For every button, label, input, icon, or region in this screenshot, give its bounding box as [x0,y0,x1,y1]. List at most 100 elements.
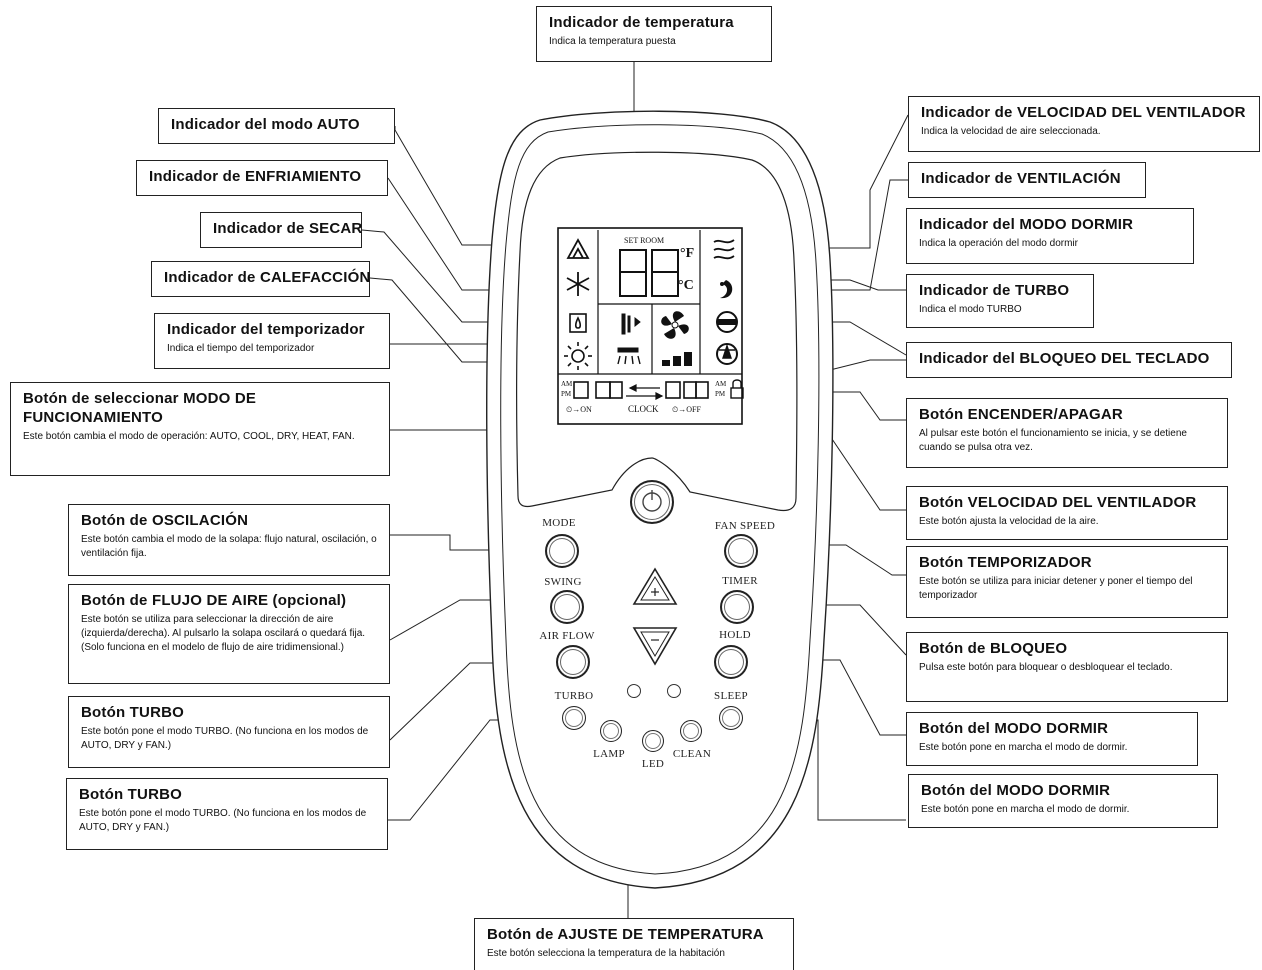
swing-button[interactable] [550,590,584,624]
callout-title: Indicador de ENFRIAMIENTO [149,168,362,185]
callout-heat-indicator: Indicador de CALEFACCIÓN [151,261,370,297]
triangle-up-plus-icon[interactable] [632,567,678,605]
callout-fan-speed-button: Botón VELOCIDAD DEL VENTILADOR Este botó… [906,486,1228,540]
am-label-right: AM [715,380,727,388]
timer-off-text: OFF [686,405,701,414]
callout-title: Botón de seleccionar MODO DE FUNCIONAMIE… [23,390,257,426]
callout-title: Botón de BLOQUEO [919,640,1068,657]
callout-title: Indicador de TURBO [919,282,1070,299]
sleep-label: SLEEP [714,690,748,702]
swing-label: SWING [544,576,582,588]
temperature-digits [619,249,679,297]
callout-title: Botón de FLUJO DE AIRE (opcional) [81,592,347,609]
led-label: LED [641,758,665,770]
swing-louver-icon [617,313,641,365]
timer-on-label: ⏲→ON [566,405,592,414]
callout-title: Indicador de VELOCIDAD DEL VENTILADOR [921,104,1246,121]
callout-desc: Pulsa este botón para bloquear o desbloq… [919,662,1173,673]
callout-swing-button: Botón de OSCILACIÓN Este botón cambia el… [68,504,390,576]
power-button[interactable] [630,480,674,524]
callout-dry-indicator: Indicador de SECAR [200,212,362,248]
callout-timer-indicator: Indicador del temporizador Indica el tie… [154,313,390,369]
am-label-left: AM [561,380,573,388]
led-button[interactable] [642,730,664,752]
fan-blade-icon [661,311,689,339]
callout-turbo-button-1: Botón TURBO Este botón pone el modo TURB… [68,696,390,768]
fan-speed-label: FAN SPEED [714,520,776,532]
callout-turbo-indicator: Indicador de TURBO Indica el modo TURBO [906,274,1094,328]
clock-arrows [626,384,664,400]
callout-desc: Este botón cambia el modo de operación: … [23,431,355,442]
set-room-label: SET ROOM [624,236,665,245]
callout-title: Indicador del temporizador [167,321,365,338]
turbo-icon [716,311,738,333]
callout-title: Indicador del modo AUTO [171,116,360,133]
timer-off-label: ⏲→OFF [672,405,701,414]
callout-title: Botón de AJUSTE DE TEMPERATURA [487,926,764,943]
callout-title: Botón TEMPORIZADOR [919,554,1092,571]
turbo-button[interactable] [562,706,586,730]
callout-desc: Este botón pone el modo TURBO. (No funci… [81,726,369,751]
callout-desc: Indica el modo TURBO [919,304,1022,315]
mode-button[interactable] [545,534,579,568]
dry-drop-icon [569,313,587,333]
callout-desc: Este botón pone en marcha el modo de dor… [919,742,1128,753]
hold-label: HOLD [719,629,751,641]
callout-desc: Este botón selecciona la temperatura de … [487,948,725,959]
callout-title: Indicador de CALEFACCIÓN [164,269,371,286]
callout-title: Indicador de VENTILACIÓN [921,170,1121,187]
indicator-led-right [667,684,681,698]
callout-title: Indicador del BLOQUEO DEL TECLADO [919,350,1210,367]
callout-desc: Al pulsar este botón el funcionamiento s… [919,428,1187,453]
callout-sleep-button-2: Botón del MODO DORMIR Este botón pone en… [908,774,1218,828]
clean-button[interactable] [680,720,702,742]
callout-desc: Indica la velocidad de aire seleccionada… [921,126,1101,137]
lock-icon [730,379,744,399]
sleep-button[interactable] [719,706,743,730]
callout-lock-indicator: Indicador del BLOQUEO DEL TECLADO [906,342,1232,378]
fan-speed-bars-icon [662,352,692,366]
unit-f-label: °F [680,246,695,261]
callout-desc: Este botón cambia el modo de la solapa: … [81,534,377,559]
callout-title: Botón de OSCILACIÓN [81,512,249,529]
callout-title: Botón del MODO DORMIR [919,720,1109,737]
callout-title: Botón TURBO [79,786,183,803]
clock-label: CLOCK [628,404,659,414]
timer-button[interactable] [720,590,754,624]
callout-desc: Este botón ajusta la velocidad de la air… [919,516,1099,527]
callout-desc: Este botón pone el modo TURBO. (No funci… [79,808,367,833]
callout-desc: Este botón se utiliza para seleccionar l… [81,614,366,653]
callout-desc: Indica el tiempo del temporizador [167,343,315,354]
callout-cool-indicator: Indicador de ENFRIAMIENTO [136,160,388,196]
callout-title: Indicador de SECAR [213,220,363,237]
temperature-arrows [632,567,678,666]
time-digits-on [573,381,623,399]
fan-speed-button[interactable] [724,534,758,568]
hold-button[interactable] [714,645,748,679]
callout-title: Botón VELOCIDAD DEL VENTILADOR [919,494,1197,511]
sleep-moon-icon [720,280,733,299]
lamp-button[interactable] [600,720,622,742]
triangle-down-minus-icon[interactable] [632,627,678,666]
mode-label: MODE [542,517,576,529]
callout-fan-indicator: Indicador de VENTILACIÓN [908,162,1146,198]
power-icon [642,490,662,512]
pm-label-right: PM [715,390,726,398]
callout-desc: Este botón se utiliza para iniciar deten… [919,576,1193,601]
turbo-label: TURBO [554,690,594,702]
unit-c-label: °C [678,278,694,293]
air-flow-label: AIR FLOW [539,630,595,642]
air-flow-button[interactable] [556,645,590,679]
callout-airflow-button: Botón de FLUJO DE AIRE (opcional) Este b… [68,584,390,684]
callout-desc: Indica la temperatura puesta [549,36,676,47]
callout-lock-button: Botón de BLOQUEO Pulsa este botón para b… [906,632,1228,702]
clean-label: CLEAN [672,748,712,760]
callout-timer-button: Botón TEMPORIZADOR Este botón se utiliza… [906,546,1228,618]
callout-title: Indicador del MODO DORMIR [919,216,1134,233]
sun-icon [564,342,592,370]
time-digits-off [665,381,709,399]
callout-temperature-indicator: Indicador de temperatura Indica la tempe… [536,6,772,62]
timer-label: TIMER [722,575,758,587]
callout-mode-button: Botón de seleccionar MODO DE FUNCIONAMIE… [10,382,390,476]
timer-on-text: ON [580,405,592,414]
